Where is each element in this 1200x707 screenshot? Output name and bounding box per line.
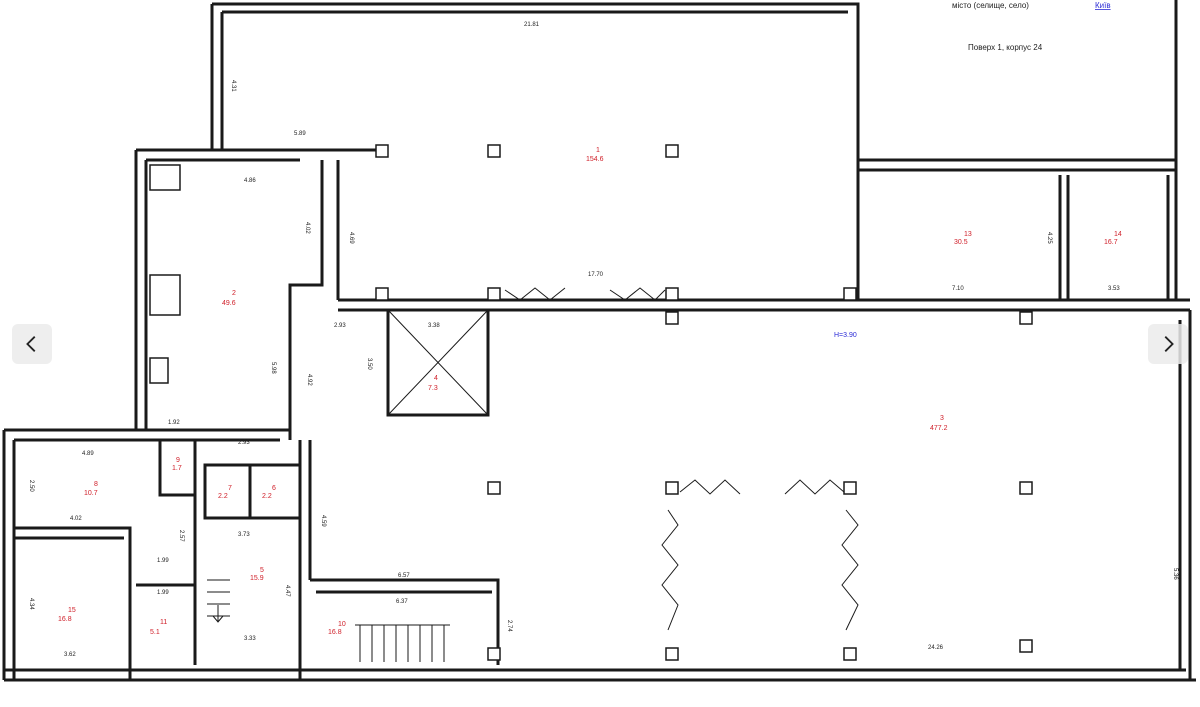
room-15-number: 15 xyxy=(68,607,76,614)
dimension-label: 4.02 xyxy=(70,516,82,522)
header-city-prefix: місто (селище, село) xyxy=(952,1,1029,10)
dimension-label: 5.36 xyxy=(1172,568,1178,580)
room-4-area: 7.3 xyxy=(428,385,438,392)
dimension-label: 2.93 xyxy=(238,440,250,446)
dimension-label: 2.50 xyxy=(28,480,34,492)
room-6-number: 6 xyxy=(272,485,276,492)
dimension-label: 4.25 xyxy=(1046,232,1052,244)
chevron-right-icon xyxy=(1164,336,1174,352)
dimension-label: 6.57 xyxy=(398,573,410,579)
partitions xyxy=(207,287,859,662)
room-7-area: 2.2 xyxy=(218,493,228,500)
walls xyxy=(2,0,1196,682)
dimension-label: 4.86 xyxy=(244,178,256,184)
room-11-area: 5.1 xyxy=(150,629,160,636)
header-city-link[interactable]: Київ xyxy=(1095,1,1111,10)
dimension-label: 4.89 xyxy=(82,451,94,457)
room-8-number: 8 xyxy=(94,481,98,488)
dimension-label: 4.31 xyxy=(230,80,236,92)
dimension-label: 7.10 xyxy=(952,286,964,292)
dimension-label: 4.34 xyxy=(28,598,34,610)
dimension-label: 3.62 xyxy=(64,652,76,658)
room-10-number: 10 xyxy=(338,621,346,628)
room-1-area: 154.6 xyxy=(586,156,604,163)
dimension-label: 1.99 xyxy=(157,590,169,596)
room-15-area: 16.8 xyxy=(58,616,72,623)
header-floor-info: Поверх 1, корпус 24 xyxy=(968,43,1043,52)
dimension-label: 6.37 xyxy=(396,599,408,605)
dimension-label: 4.59 xyxy=(320,515,326,527)
room-2-number: 2 xyxy=(232,290,236,297)
dimension-label: 21.81 xyxy=(524,22,540,28)
room-labels: 1 154.6 2 49.6 3 477.2 4 7.3 5 15.9 6 2.… xyxy=(58,147,1122,636)
room-6-area: 2.2 xyxy=(262,493,272,500)
dimension-label: 24.26 xyxy=(928,645,944,651)
dimension-label: 3.33 xyxy=(244,636,256,642)
dimension-label: 2.57 xyxy=(178,530,184,542)
room-14-area: 16.7 xyxy=(1104,239,1118,246)
room-14-number: 14 xyxy=(1114,231,1122,238)
dimension-labels: 21.81 4.31 5.89 4.86 4.02 4.69 17.70 7.1… xyxy=(28,22,1178,658)
room-13-area: 30.5 xyxy=(954,239,968,246)
room-8-area: 10.7 xyxy=(84,490,98,497)
previous-image-button[interactable] xyxy=(12,324,52,364)
room-11-number: 11 xyxy=(160,619,167,626)
room-4-number: 4 xyxy=(434,375,438,382)
dimension-label: 2.93 xyxy=(334,323,346,329)
room-5-number: 5 xyxy=(260,567,264,574)
room-9-number: 9 xyxy=(176,457,180,464)
room-10-area: 16.8 xyxy=(328,629,342,636)
dimension-label: 3.53 xyxy=(1108,286,1120,292)
room-13-number: 13 xyxy=(964,231,972,238)
room-5-area: 15.9 xyxy=(250,575,264,582)
dimension-label: 5.89 xyxy=(294,131,306,137)
dimension-label: 3.38 xyxy=(428,323,440,329)
dimension-label: 3.50 xyxy=(366,358,372,370)
dimension-label: 4.47 xyxy=(284,585,290,597)
dimension-label: 2.74 xyxy=(506,620,512,632)
dimension-label: 4.02 xyxy=(304,222,310,234)
room-9-area: 1.7 xyxy=(172,465,182,472)
dimension-label: 5.98 xyxy=(270,362,276,374)
dimension-label: 1.92 xyxy=(168,420,180,426)
dimension-label: 4.69 xyxy=(348,232,354,244)
room-1-number: 1 xyxy=(596,147,600,154)
room-7-number: 7 xyxy=(228,485,232,492)
room-3-area: 477.2 xyxy=(930,425,948,432)
dimension-label: 1.99 xyxy=(157,558,169,564)
room-2-area: 49.6 xyxy=(222,300,236,307)
dimension-label: 17.70 xyxy=(588,272,604,278)
chevron-left-icon xyxy=(26,336,36,352)
next-image-button[interactable] xyxy=(1148,324,1188,364)
dimension-label: 3.73 xyxy=(238,532,250,538)
ceiling-height-label: H=3.90 xyxy=(834,332,857,339)
columns xyxy=(149,144,1033,661)
dimension-label: 4.92 xyxy=(306,374,312,386)
room-3-number: 3 xyxy=(940,415,944,422)
